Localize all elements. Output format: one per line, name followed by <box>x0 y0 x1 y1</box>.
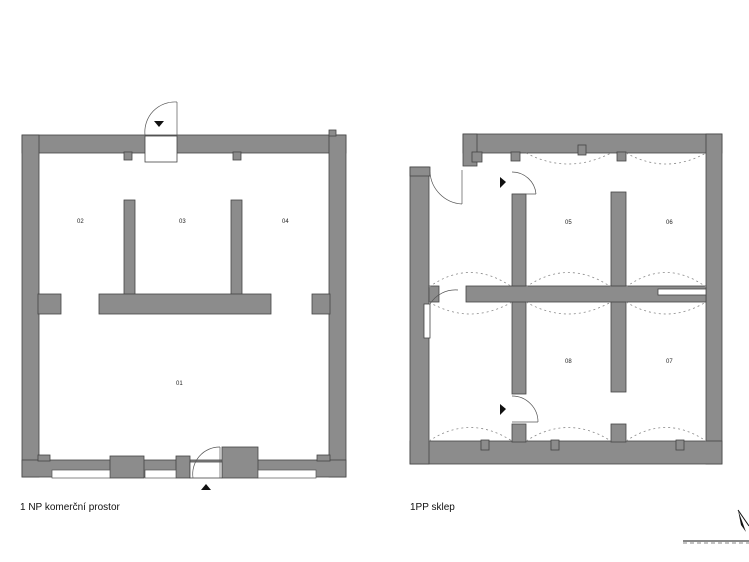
entrance-arrow-icon <box>500 404 506 415</box>
partition-1pp <box>610 299 627 393</box>
vault-arc <box>525 272 612 288</box>
vault-arc <box>428 272 513 288</box>
partition-1pp <box>511 193 527 288</box>
plan-1pp: 05 06 08 07 <box>409 133 723 465</box>
pier-1pp <box>550 439 560 451</box>
room-number: 06 <box>666 220 673 226</box>
pier-1np <box>175 455 191 479</box>
partition-1np <box>123 199 136 296</box>
room-number: 07 <box>666 359 673 365</box>
wall-left-1np <box>21 134 40 478</box>
door-icon <box>189 461 223 479</box>
partition-1pp <box>610 423 627 443</box>
corridor-wall-1pp <box>428 285 440 303</box>
wall-step-1pp <box>409 166 431 177</box>
room-number: 03 <box>179 219 186 225</box>
pier-1pp <box>480 439 490 451</box>
pilaster-1np <box>123 151 133 161</box>
door-icon <box>144 135 178 163</box>
vault-arc <box>625 272 707 288</box>
plan-caption-1np: 1 NP komerční prostor <box>20 502 120 513</box>
partition-1pp <box>511 299 527 395</box>
vault-arc <box>525 301 612 315</box>
partition-1np <box>98 293 272 315</box>
vault-arc <box>625 427 707 442</box>
pier-1np <box>109 455 145 479</box>
wall-right-1pp <box>705 133 723 465</box>
vault-arc <box>428 301 513 315</box>
window-1np <box>51 469 111 479</box>
pilaster-1np <box>37 293 62 315</box>
room-number: 05 <box>565 220 572 226</box>
wall-nub-1np <box>328 129 337 137</box>
plan-1np: 02 03 04 01 <box>21 101 347 490</box>
room-number: 01 <box>176 381 183 387</box>
door-icon <box>657 288 707 296</box>
partition-1pp <box>610 191 627 288</box>
entrance-arrow-icon <box>500 177 506 188</box>
partition-1pp <box>511 423 527 443</box>
wall-right-1np <box>328 134 347 478</box>
vault-arc <box>625 301 707 315</box>
pier-1pp <box>510 151 521 162</box>
window-1np <box>144 469 177 479</box>
vault-arc <box>525 427 612 442</box>
vault-arc <box>525 152 612 165</box>
pilaster-1np <box>37 454 51 462</box>
door-icon <box>423 303 431 339</box>
plan-caption-1pp: 1PP sklep <box>410 502 455 513</box>
vault-arc <box>428 427 513 442</box>
north-arrow-icon <box>683 509 749 544</box>
pilaster-1np <box>316 454 331 462</box>
door-icon <box>511 395 539 423</box>
pier-1pp <box>577 144 587 156</box>
partition-1np <box>230 199 243 296</box>
room-number: 04 <box>282 219 289 225</box>
wall-top-1pp <box>462 133 723 154</box>
room-number: 02 <box>77 219 84 225</box>
entrance-arrow-icon <box>201 484 211 490</box>
room-number: 08 <box>565 359 572 365</box>
pier-1pp <box>616 151 627 162</box>
pier-1pp <box>675 439 685 451</box>
door-icon <box>511 171 537 195</box>
vault-arc <box>625 152 707 165</box>
pilaster-1np <box>311 293 331 315</box>
wall-notch-1pp <box>471 151 483 163</box>
door-icon <box>429 171 463 205</box>
pilaster-1np <box>232 151 242 161</box>
wall-top-1np <box>21 134 347 154</box>
entrance-arrow-icon <box>154 121 164 127</box>
pier-1np <box>221 446 259 479</box>
window-1np <box>257 469 317 479</box>
wall-bottom-1pp <box>409 440 723 465</box>
